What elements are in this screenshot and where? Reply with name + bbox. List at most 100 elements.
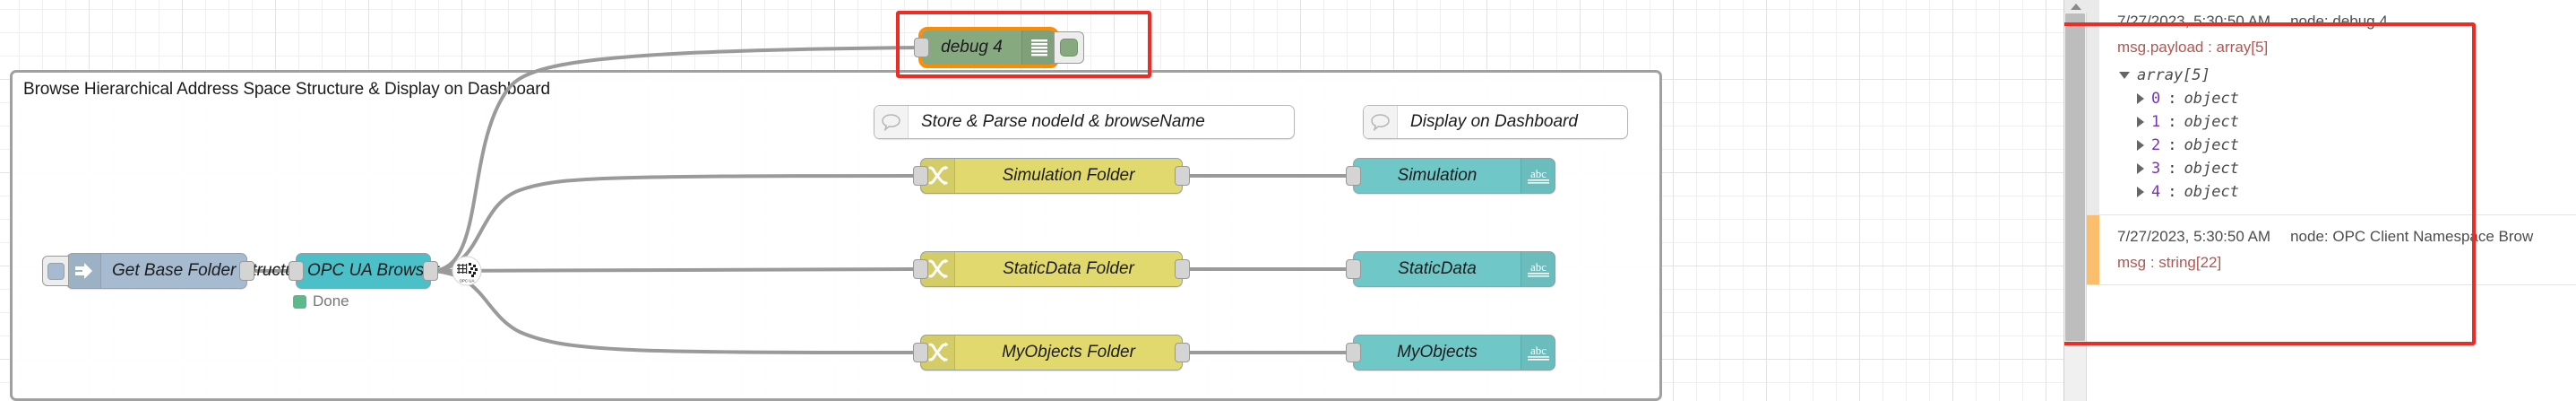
abc-text-icon: abc	[1521, 252, 1555, 286]
input-port[interactable]	[913, 259, 928, 279]
debug-sidebar-scrollbar[interactable]	[2064, 0, 2087, 401]
status-dot-icon	[293, 294, 306, 309]
scrollbar-thumb[interactable]	[2065, 13, 2085, 341]
opc-ua-logo-icon: OPC UA	[450, 254, 484, 288]
debug-lines-icon	[1021, 31, 1055, 65]
svg-text:abc: abc	[1529, 167, 1546, 180]
inject-arrow-icon	[67, 254, 101, 288]
node-function-simulation-folder[interactable]: Simulation Folder	[913, 158, 1190, 194]
node-label: Get Base Folder Structure ¹	[112, 261, 321, 280]
debug-message[interactable]: 7/27/2023, 5:30:50 AM node: OPC Client N…	[2087, 215, 2576, 285]
output-port[interactable]	[423, 261, 438, 281]
input-port[interactable]	[913, 343, 928, 362]
node-ui-simulation[interactable]: Simulation abc	[1346, 158, 1555, 194]
tree-item-value: object	[2184, 136, 2239, 154]
node-label: Display on Dashboard	[1410, 112, 1578, 131]
status-text: Done	[313, 292, 349, 309]
debug-timestamp: 7/27/2023, 5:30:50 AM	[2117, 13, 2271, 30]
tree-item-separator: :	[2167, 113, 2177, 131]
debug-enable-toggle[interactable]	[1054, 31, 1084, 64]
debug-message-list[interactable]: 7/27/2023, 5:30:50 AM node: debug 4 msg.…	[2087, 0, 2576, 401]
node-label: MyObjects Folder	[1002, 343, 1135, 362]
tree-item-row[interactable]: 1 : object	[2117, 110, 2576, 134]
output-port[interactable]	[1175, 343, 1190, 362]
node-comment-store-parse[interactable]: Store & Parse nodeId & browseName	[874, 105, 1295, 139]
svg-text:abc: abc	[1529, 260, 1546, 274]
svg-text:OPC UA: OPC UA	[460, 279, 475, 283]
output-port[interactable]	[1175, 259, 1190, 279]
tree-item-index: 3	[2151, 160, 2161, 178]
node-get-base-folder-structure[interactable]: Get Base Folder Structure ¹	[42, 253, 320, 289]
debug-toggle-square-icon	[1060, 39, 1078, 57]
debug-source-node: node: OPC Client Namespace Brow	[2290, 228, 2534, 245]
node-label: StaticData Folder	[1003, 259, 1134, 278]
input-port[interactable]	[913, 166, 928, 186]
node-comment-display-dashboard[interactable]: Display on Dashboard	[1363, 105, 1628, 139]
debug-payload-tree[interactable]: array[5] 0 : object 1 : object	[2108, 60, 2576, 205]
flow-group-title: Browse Hierarchical Address Space Struct…	[23, 80, 550, 99]
tree-item-value: object	[2184, 113, 2239, 131]
output-port[interactable]	[1175, 166, 1190, 186]
node-label: debug 4	[941, 38, 1003, 57]
tree-item-index: 2	[2151, 136, 2161, 154]
node-label: OPC UA Browser	[307, 261, 440, 280]
tree-root-label: array[5]	[2137, 66, 2210, 84]
caret-right-icon[interactable]	[2137, 140, 2144, 151]
debug-topic: msg : string[22]	[2117, 254, 2222, 271]
node-label: StaticData	[1398, 259, 1477, 278]
inject-trigger-square-icon	[47, 262, 65, 280]
tree-item-separator: :	[2167, 136, 2177, 154]
input-port[interactable]	[914, 38, 929, 57]
abc-text-icon: abc	[1521, 159, 1555, 193]
node-opc-ua-browser[interactable]: OPC UA Browser	[289, 253, 482, 289]
caret-down-icon[interactable]	[2119, 72, 2130, 79]
node-label: Simulation Folder	[1002, 166, 1135, 185]
input-port[interactable]	[1346, 166, 1361, 186]
caret-right-icon[interactable]	[2137, 117, 2144, 127]
debug-source-node: node: debug 4	[2290, 13, 2388, 30]
comment-bubble-icon	[1364, 106, 1398, 138]
scroll-up-arrow-icon[interactable]	[2064, 0, 2087, 13]
tree-item-row[interactable]: 3 : object	[2117, 157, 2576, 180]
caret-right-icon[interactable]	[2137, 187, 2144, 197]
tree-item-index: 0	[2151, 90, 2161, 108]
debug-message-header: 7/27/2023, 5:30:50 AM node: OPC Client N…	[2108, 222, 2576, 248]
opc-ua-browser-status: Done	[293, 292, 349, 310]
tree-item-separator: :	[2167, 90, 2177, 108]
svg-text:abc: abc	[1529, 344, 1546, 357]
tree-item-separator: :	[2167, 183, 2177, 201]
input-port[interactable]	[1346, 343, 1361, 362]
abc-text-icon: abc	[1521, 336, 1555, 370]
node-label: Simulation	[1397, 166, 1478, 185]
tree-item-value: object	[2184, 90, 2239, 108]
tree-item-row[interactable]: 2 : object	[2117, 134, 2576, 157]
flow-canvas[interactable]: Browse Hierarchical Address Space Struct…	[0, 0, 2063, 401]
tree-root-row[interactable]: array[5]	[2117, 64, 2576, 87]
tree-item-value: object	[2184, 183, 2239, 201]
tree-item-separator: :	[2167, 160, 2177, 178]
node-debug-4[interactable]: debug 4	[914, 27, 1084, 68]
node-ui-staticdata[interactable]: StaticData abc	[1346, 251, 1555, 287]
node-function-staticdata-folder[interactable]: StaticData Folder	[913, 251, 1190, 287]
output-port[interactable]	[239, 261, 254, 281]
debug-sidebar[interactable]: 7/27/2023, 5:30:50 AM node: debug 4 msg.…	[2063, 0, 2576, 401]
node-function-myobjects-folder[interactable]: MyObjects Folder	[913, 335, 1190, 370]
comment-bubble-icon	[874, 106, 909, 138]
input-port[interactable]	[1346, 259, 1361, 279]
caret-right-icon[interactable]	[2137, 93, 2144, 104]
node-ui-myobjects[interactable]: MyObjects abc	[1346, 335, 1555, 370]
input-port[interactable]	[289, 261, 304, 281]
debug-message[interactable]: 7/27/2023, 5:30:50 AM node: debug 4 msg.…	[2087, 0, 2576, 215]
debug-timestamp: 7/27/2023, 5:30:50 AM	[2117, 228, 2271, 245]
tree-item-row[interactable]: 0 : object	[2117, 87, 2576, 110]
debug-topic: msg.payload : array[5]	[2117, 39, 2269, 56]
tree-item-row[interactable]: 4 : object	[2117, 180, 2576, 204]
tree-item-index: 4	[2151, 183, 2161, 201]
node-label: Store & Parse nodeId & browseName	[921, 112, 1205, 131]
inject-trigger-button[interactable]	[42, 256, 69, 286]
caret-right-icon[interactable]	[2137, 163, 2144, 174]
debug-message-header: 7/27/2023, 5:30:50 AM node: debug 4	[2108, 7, 2576, 32]
tree-item-value: object	[2184, 160, 2239, 178]
tree-item-index: 1	[2151, 113, 2161, 131]
node-label: MyObjects	[1397, 343, 1478, 362]
